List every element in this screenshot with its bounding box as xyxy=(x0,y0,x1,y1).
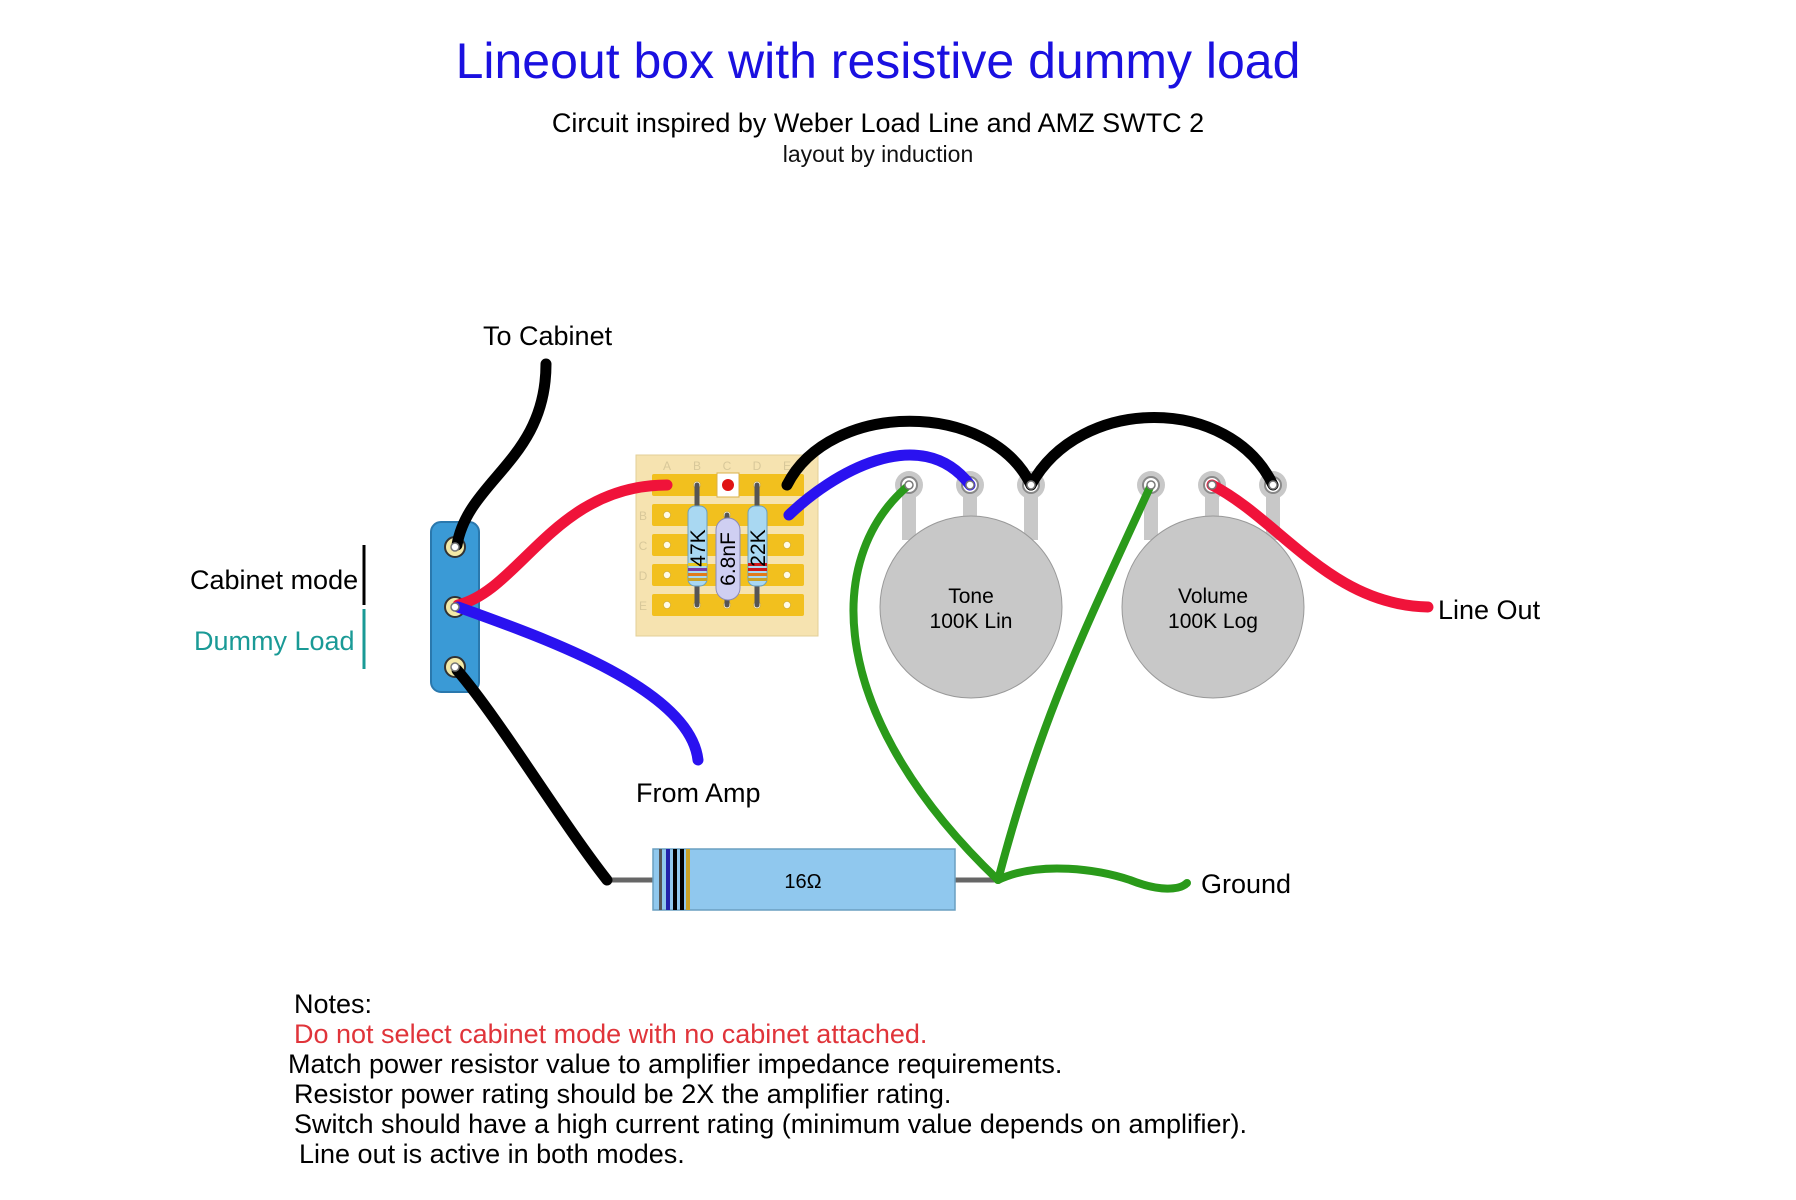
notes-line: Resistor power rating should be 2X the a… xyxy=(294,1079,951,1109)
notes: Notes: Do not select cabinet mode with n… xyxy=(288,989,1247,1169)
resistor-47k-label: 47K xyxy=(687,529,710,566)
pot-volume-value: 100K Log xyxy=(1168,610,1258,633)
resistor-22k-label: 22K xyxy=(747,529,770,566)
board-col-label: C xyxy=(723,459,732,473)
wire-ground-tone xyxy=(849,481,1002,884)
resistor-47k: 47K xyxy=(687,505,710,587)
pot-volume-name: Volume xyxy=(1178,585,1248,608)
notes-line: Match power resistor value to amplifier … xyxy=(288,1049,1062,1079)
board-col-label: A xyxy=(663,459,671,473)
power-resistor: 16Ω xyxy=(605,848,1000,911)
resistor-22k: 22K xyxy=(747,505,770,587)
board-col-label: D xyxy=(753,459,762,473)
board-col-label: B xyxy=(693,459,701,473)
label-to-cabinet: To Cabinet xyxy=(483,321,613,351)
board-row-label: E xyxy=(639,599,647,613)
notes-heading: Notes: xyxy=(294,989,372,1019)
pot-tone-value: 100K Lin xyxy=(930,610,1013,633)
wire-board-to-tone xyxy=(781,415,1037,491)
track-cut-marker xyxy=(722,479,734,491)
notes-line: Line out is active in both modes. xyxy=(299,1139,685,1169)
wire-tone-to-volume xyxy=(1025,412,1279,491)
wire-ground-volume xyxy=(994,481,1155,884)
board-row-label: D xyxy=(639,569,648,583)
layout-credit: layout by induction xyxy=(783,141,974,167)
wire-switch-to-board xyxy=(452,479,673,611)
pot-tone-name: Tone xyxy=(948,585,994,608)
label-cabinet-mode: Cabinet mode xyxy=(190,565,358,595)
notes-warning: Do not select cabinet mode with no cabin… xyxy=(294,1019,927,1049)
wire-from-amp xyxy=(452,601,704,766)
board-row-label: B xyxy=(639,509,647,523)
page-subtitle: Circuit inspired by Weber Load Line and … xyxy=(552,108,1204,138)
capacitor-label: 6.8nF xyxy=(717,532,740,586)
wire-switch-to-power-resistor xyxy=(451,664,613,886)
pot-tone: Tone 100K Lin xyxy=(879,471,1063,699)
wire-to-cabinet xyxy=(451,358,552,551)
notes-line: Switch should have a high current rating… xyxy=(294,1109,1247,1139)
wire-board-to-tone-wiper xyxy=(783,449,976,521)
page-title: Lineout box with resistive dummy load xyxy=(456,33,1301,89)
label-from-amp: From Amp xyxy=(636,778,761,808)
label-dummy-load: Dummy Load xyxy=(194,626,355,656)
label-line-out: Line Out xyxy=(1438,595,1541,625)
capacitor-6-8nf: 6.8nF xyxy=(715,517,741,601)
wire-ground xyxy=(994,864,1191,893)
pot-volume: Volume 100K Log xyxy=(1121,471,1305,699)
board-col-label: E xyxy=(783,459,791,473)
label-ground: Ground xyxy=(1201,869,1291,899)
board-row-label: C xyxy=(639,539,648,553)
power-resistor-label: 16Ω xyxy=(784,871,821,893)
wire-line-out xyxy=(1206,479,1434,613)
